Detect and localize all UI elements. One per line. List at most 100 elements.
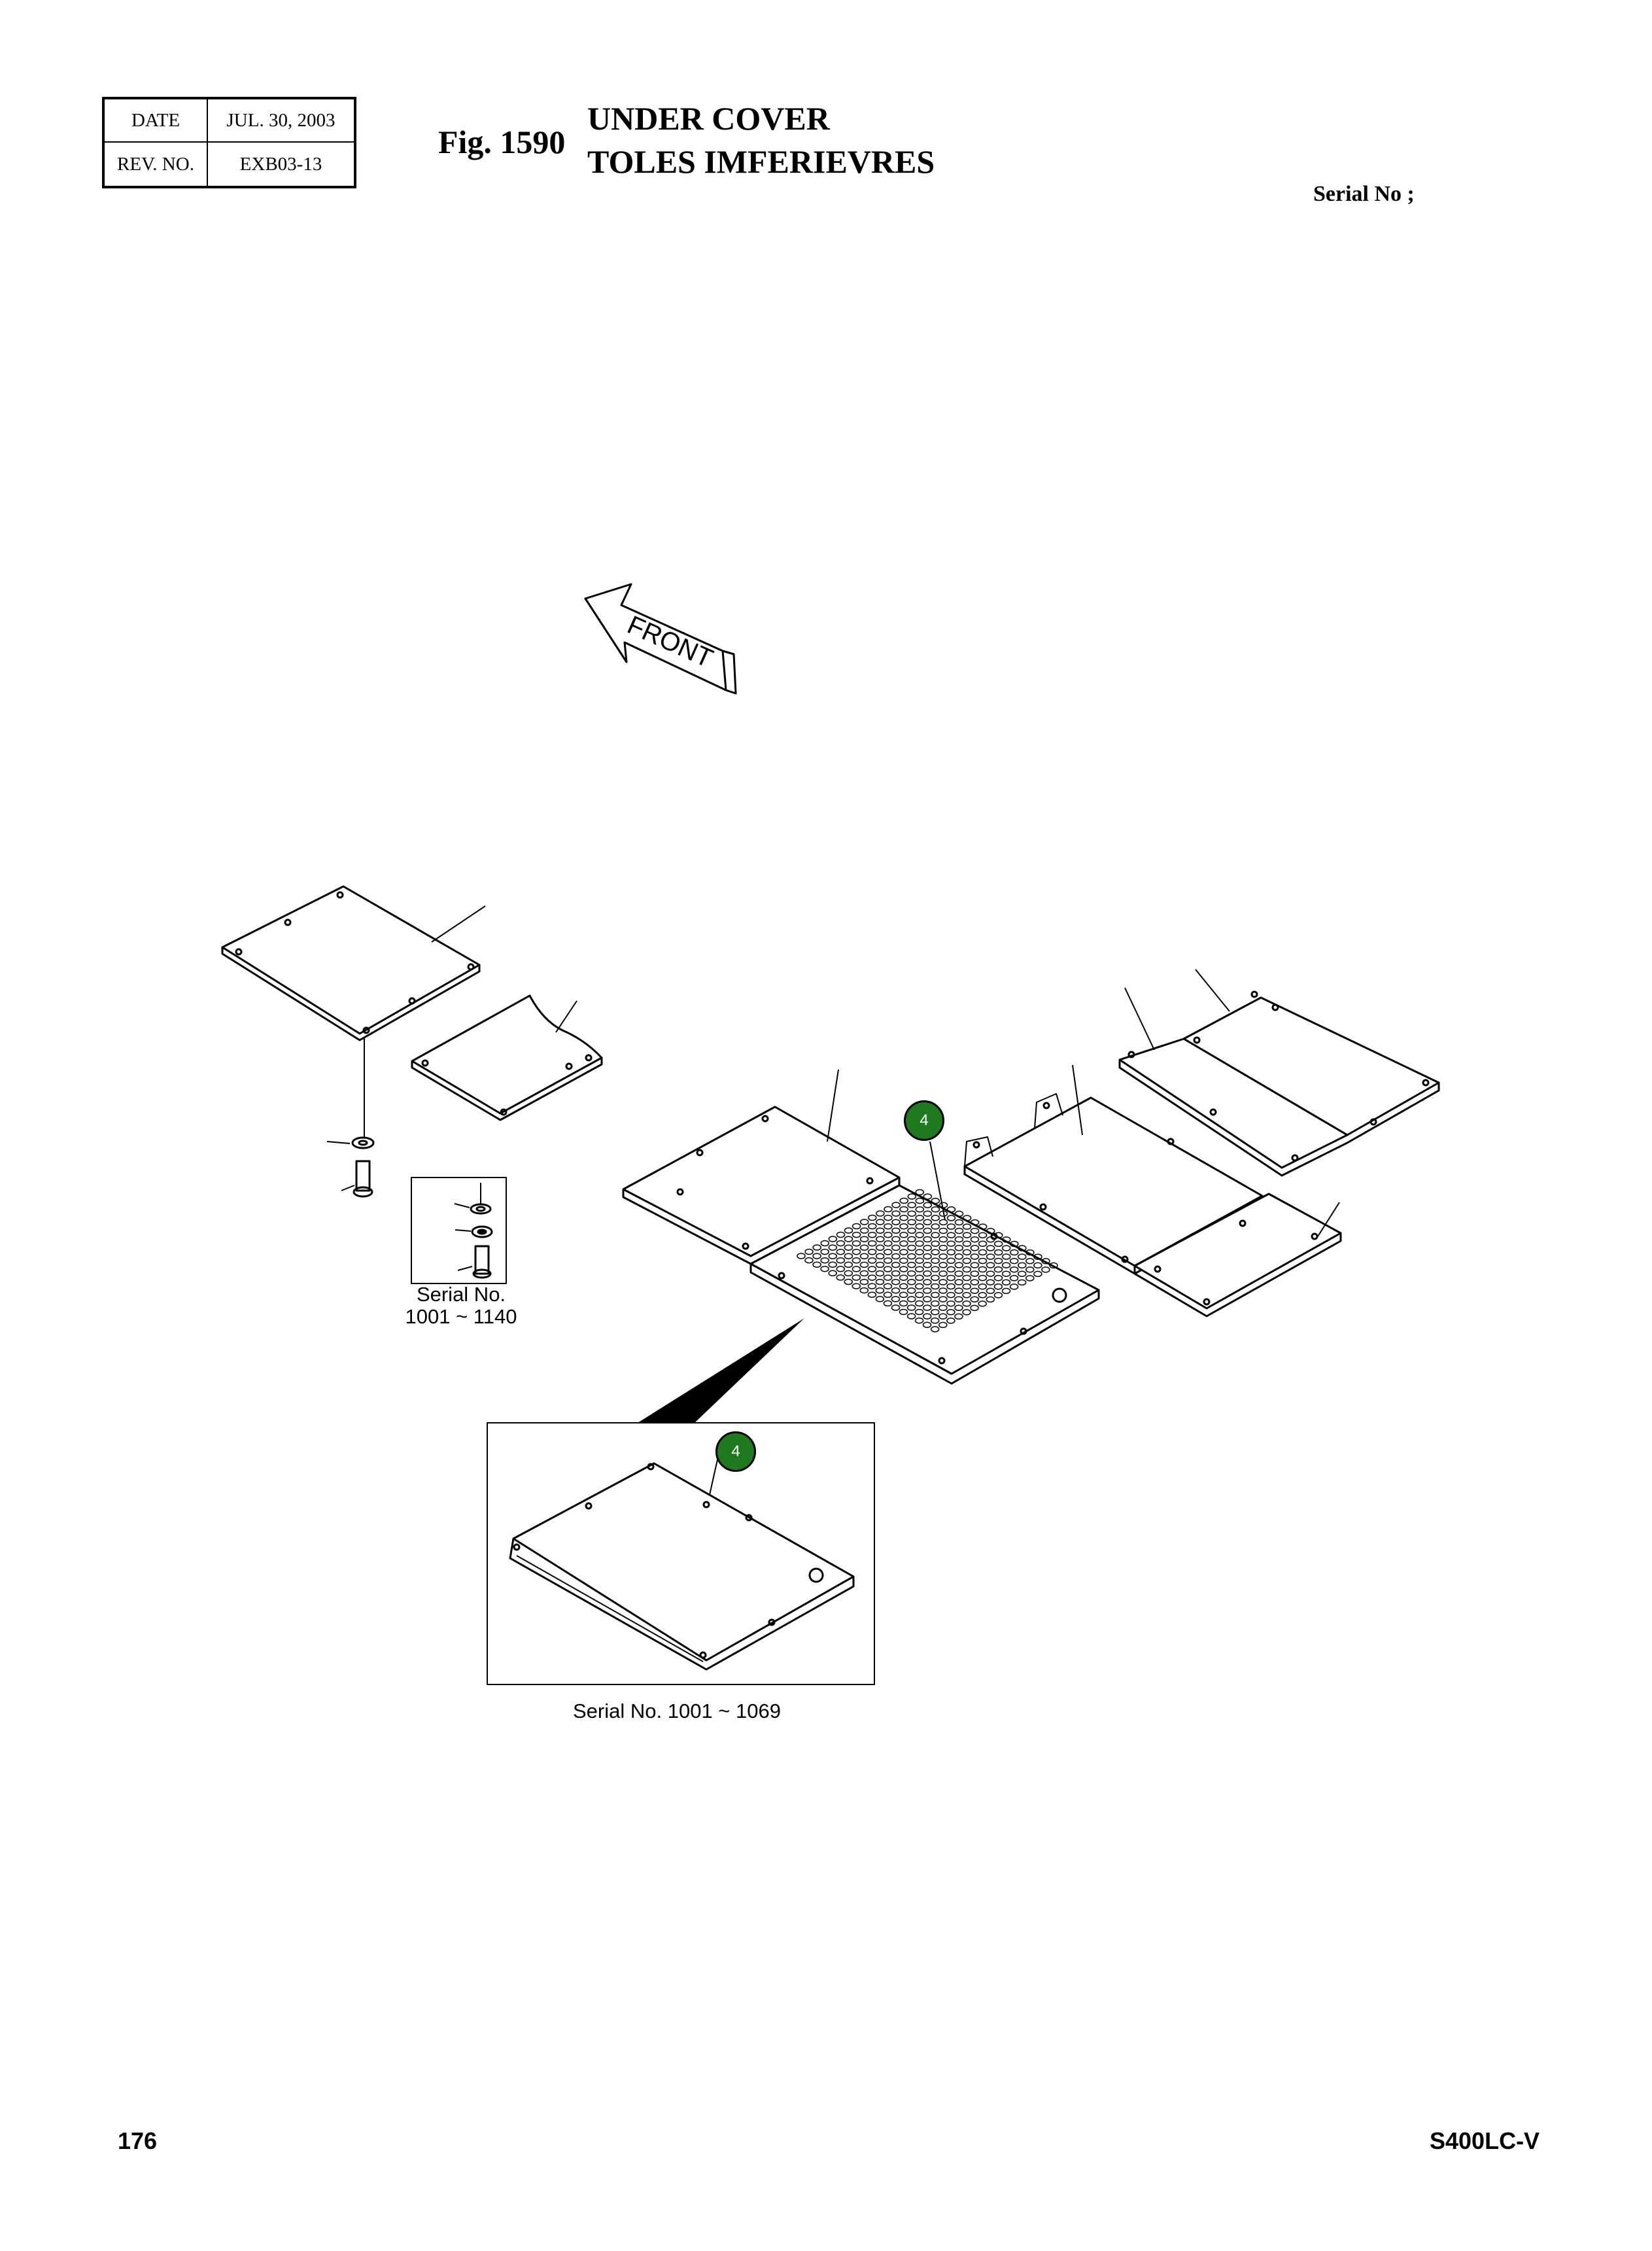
perforation-hole	[946, 1257, 955, 1265]
perforation-hole	[812, 1261, 821, 1268]
perforation-hole	[978, 1292, 988, 1299]
perforation-hole	[946, 1249, 956, 1255]
perforation-hole	[962, 1249, 972, 1256]
perforation-hole	[852, 1248, 861, 1255]
perforation-hole	[954, 1244, 964, 1251]
perforation-hole	[906, 1296, 916, 1302]
perforation-hole	[923, 1270, 932, 1277]
perforation-hole	[962, 1291, 971, 1299]
perforation-hole	[946, 1215, 956, 1221]
perforation-hole	[1018, 1262, 1027, 1268]
perforation-hole	[954, 1279, 963, 1285]
cover-plate-upper-left	[221, 885, 486, 1041]
perforation-hole	[899, 1300, 908, 1307]
perforation-hole	[852, 1257, 861, 1264]
perforation-hole	[915, 1189, 925, 1196]
perforation-hole	[812, 1253, 821, 1259]
date-label: DATE	[105, 99, 208, 143]
perforation-hole	[970, 1296, 979, 1303]
perforation-hole	[867, 1283, 877, 1289]
perforation-hole	[859, 1287, 869, 1294]
perforation-hole	[1025, 1257, 1035, 1265]
small-detail-caption-line2: 1001 ~ 1140	[405, 1305, 517, 1328]
perforation-hole	[931, 1300, 940, 1307]
perforation-hole	[1002, 1236, 1011, 1243]
perforation-hole	[884, 1223, 893, 1230]
perforation-hole	[1017, 1279, 1027, 1286]
perforation-hole	[844, 1236, 853, 1242]
perforation-hole	[1033, 1262, 1042, 1269]
perforation-hole	[884, 1231, 893, 1238]
perforation-hole	[931, 1240, 940, 1247]
perforation-hole	[1001, 1253, 1011, 1260]
perforation-hole	[907, 1261, 916, 1268]
perforation-hole	[923, 1227, 932, 1234]
perforation-hole	[906, 1313, 916, 1319]
perforation-hole	[891, 1261, 901, 1268]
figure-number: Fig. 1590	[438, 124, 566, 160]
perforation-hole	[962, 1283, 971, 1290]
perforation-hole	[986, 1270, 995, 1277]
perforation-hole	[852, 1231, 861, 1238]
small-detail-box	[411, 1177, 507, 1284]
perforation-hole	[931, 1223, 940, 1230]
perforation-hole	[868, 1223, 877, 1230]
perforation-hole	[907, 1219, 916, 1225]
perforation-hole	[899, 1274, 908, 1281]
perforation-hole	[883, 1291, 893, 1299]
perforation-hole	[946, 1266, 955, 1273]
perforation-hole	[891, 1270, 901, 1277]
perforation-hole	[820, 1240, 830, 1247]
perforation-hole	[875, 1253, 885, 1260]
perforation-hole	[1010, 1240, 1019, 1248]
perforation-hole	[986, 1287, 995, 1295]
perforation-hole	[946, 1291, 955, 1299]
perforation-hole	[899, 1197, 908, 1204]
perforation-hole	[946, 1274, 955, 1282]
perforation-hole	[938, 1304, 948, 1311]
perforation-hole	[883, 1249, 893, 1255]
cover-plate-upper-right	[1118, 969, 1440, 1177]
perforation-hole	[867, 1257, 877, 1264]
perforation-hole	[859, 1244, 869, 1251]
perforation-hole	[891, 1278, 901, 1285]
perforation-hole	[923, 1261, 932, 1268]
perforation-hole	[915, 1291, 924, 1299]
perforation-hole	[884, 1206, 893, 1213]
perforation-hole	[812, 1244, 821, 1251]
front-direction-arrow: FRONT	[584, 583, 737, 695]
perforation-hole	[859, 1270, 869, 1277]
perforation-hole	[970, 1236, 980, 1243]
perforation-hole	[859, 1278, 869, 1285]
perforation-hole	[915, 1274, 924, 1282]
perforation-hole	[938, 1244, 948, 1251]
perforation-hole	[836, 1257, 846, 1264]
perforation-hole	[946, 1206, 956, 1213]
perforation-hole	[1001, 1279, 1011, 1286]
perforation-hole	[962, 1240, 972, 1247]
perforation-hole	[962, 1215, 972, 1221]
perforation-hole	[859, 1227, 869, 1234]
perforation-hole	[970, 1279, 980, 1285]
perforation-hole	[923, 1287, 932, 1294]
perforation-hole	[852, 1283, 861, 1289]
perforation-hole	[946, 1300, 955, 1307]
perforation-hole	[907, 1202, 916, 1208]
perforation-hole	[1041, 1266, 1050, 1273]
perforation-hole	[986, 1253, 995, 1260]
perforation-hole	[899, 1240, 908, 1247]
perforation-hole	[844, 1261, 853, 1268]
perforation-hole	[899, 1232, 908, 1238]
perforation-hole	[891, 1236, 901, 1243]
perforation-hole	[906, 1304, 916, 1311]
perforation-hole	[946, 1283, 955, 1290]
perforation-hole	[859, 1236, 869, 1242]
perforation-hole	[899, 1266, 908, 1272]
perforation-hole	[938, 1202, 948, 1208]
perforation-hole	[899, 1214, 908, 1221]
perforation-hole	[923, 1244, 932, 1251]
perforation-hole	[828, 1253, 838, 1259]
perforation-hole	[867, 1291, 877, 1298]
